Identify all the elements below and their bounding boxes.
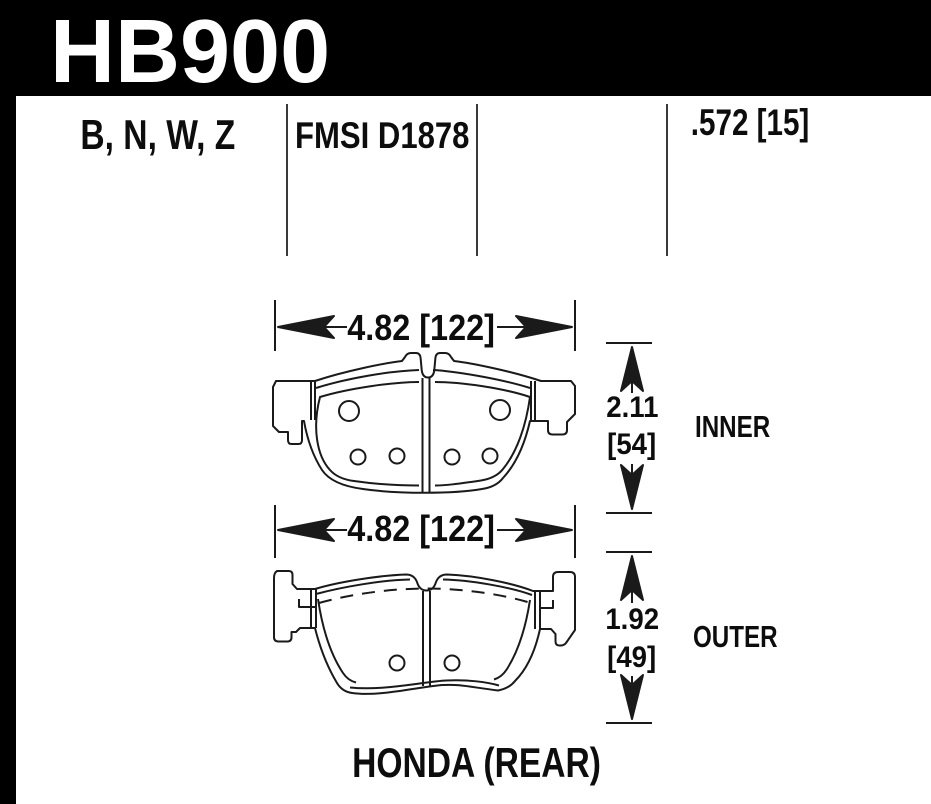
- inner-pad-hole: [349, 448, 367, 466]
- fmsi-number: FMSI D1878: [295, 115, 470, 156]
- outer-width-dimension-lines: [274, 505, 576, 558]
- inner-pad-hole: [338, 400, 360, 422]
- arrow-down-icon: [620, 674, 644, 720]
- hidden-edge-dashed-line: [318, 587, 532, 604]
- outer-height-dimension-lines: [606, 551, 652, 724]
- inner-pad-height-inches: 2.11: [605, 391, 659, 424]
- arrow-down-icon: [620, 464, 644, 510]
- inner-pad-hole: [388, 447, 406, 465]
- inner-pad-width-dimension: 4.82 [122]: [347, 307, 495, 348]
- outer-pad-height-inches: 1.92: [605, 603, 659, 636]
- inner-width-dimension-lines: [274, 300, 576, 351]
- outer-pad-width-dimension: 4.82 [122]: [347, 508, 495, 549]
- outer-pad-hole: [443, 654, 461, 672]
- outer-pad-label: OUTER: [693, 619, 778, 654]
- inner-pad-hole: [481, 447, 499, 465]
- inner-pad-hole: [489, 399, 511, 421]
- outer-pad-hole: [388, 654, 406, 672]
- pad-thickness: .572 [15]: [690, 102, 810, 143]
- arrow-left-icon: [277, 315, 335, 339]
- arrow-left-icon: [277, 518, 335, 542]
- outer-pad-height-mm: [49]: [607, 641, 657, 674]
- inner-pad-height-mm: [54]: [607, 428, 657, 461]
- inner-pad-hole: [443, 448, 461, 466]
- arrow-up-icon: [620, 346, 644, 392]
- arrow-right-icon: [515, 518, 573, 542]
- inner-height-dimension-lines: [606, 342, 652, 514]
- vehicle-application: HONDA (REAR): [352, 739, 602, 786]
- spec-divider-lines: [286, 104, 668, 256]
- inner-pad-label: INNER: [695, 409, 771, 444]
- inner-pad-drawing: [272, 352, 576, 494]
- part-number: HB900: [50, 2, 331, 102]
- outer-pad-drawing: [273, 570, 576, 695]
- compound-codes: B, N, W, Z: [80, 111, 235, 158]
- arrow-up-icon: [620, 555, 644, 601]
- left-edge-strip: [0, 0, 16, 804]
- arrow-right-icon: [515, 315, 573, 339]
- header-bar: [0, 0, 931, 96]
